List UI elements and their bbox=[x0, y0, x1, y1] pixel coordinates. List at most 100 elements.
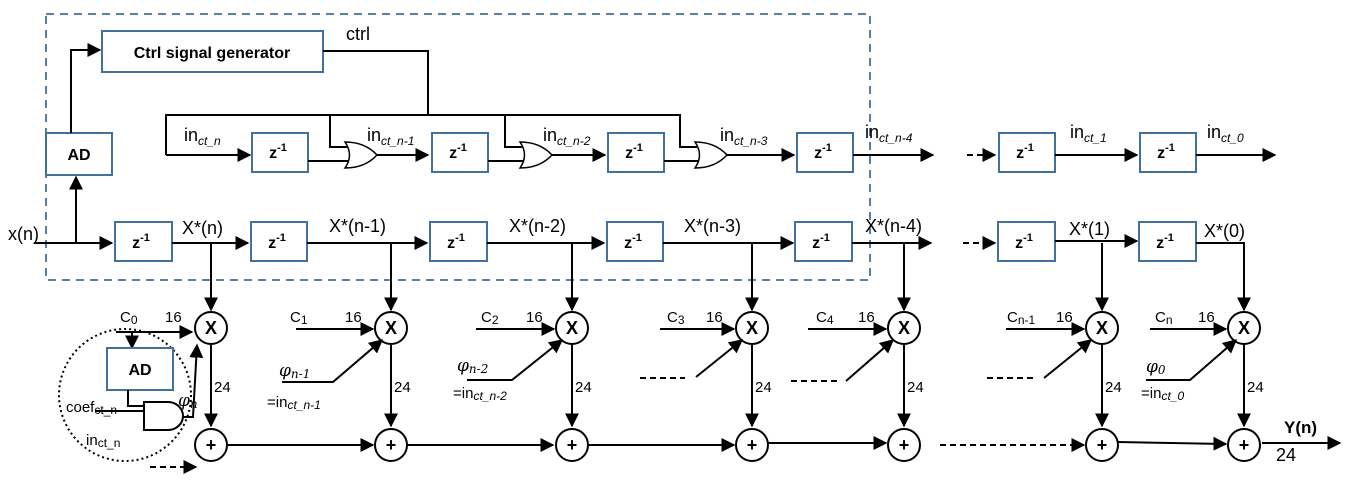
ctrl-label-3: inct_n-3 bbox=[720, 125, 768, 148]
ctrl-label-2: inct_n-2 bbox=[543, 125, 591, 148]
add-symbol: + bbox=[747, 435, 758, 455]
adder-node[interactable]: + bbox=[555, 428, 589, 462]
coef-ct-label: coefct_n bbox=[66, 399, 117, 417]
ad-top-label: AD bbox=[67, 147, 90, 164]
multiplier-node[interactable]: X bbox=[555, 311, 589, 345]
data-label-4: X*(n-4) bbox=[865, 216, 922, 236]
data-delay-6[interactable] bbox=[997, 221, 1056, 262]
output-label: Y(n) bbox=[1284, 418, 1317, 437]
coef-label: C1 bbox=[290, 309, 308, 327]
adder-node[interactable]: + bbox=[374, 428, 408, 462]
width-out-label: 24 bbox=[214, 379, 231, 396]
phi-wire-1 bbox=[282, 339, 384, 383]
multiply-symbol: X bbox=[898, 318, 910, 338]
ctrl-delay-5[interactable] bbox=[998, 132, 1056, 173]
data-delay-4[interactable] bbox=[606, 221, 664, 262]
multiplier-node[interactable]: X bbox=[194, 311, 228, 345]
adder-node[interactable]: + bbox=[735, 428, 769, 462]
width-in-label: 16 bbox=[526, 309, 543, 326]
ctrl-delay-6[interactable] bbox=[1139, 132, 1197, 173]
svg-text:inct_n-3: inct_n-3 bbox=[720, 125, 768, 148]
coef-label: Cn-1 bbox=[1007, 309, 1036, 327]
ctrl-label-4: inct_n-4 bbox=[865, 122, 913, 145]
multiplier-node[interactable]: X bbox=[735, 311, 769, 345]
delay-label: z-1 bbox=[132, 232, 150, 252]
phi-wire-3 bbox=[695, 339, 744, 378]
add-symbol: + bbox=[1097, 435, 1108, 455]
data-label-5: X*(1) bbox=[1069, 219, 1110, 239]
phi-n-wire bbox=[183, 343, 204, 418]
width-out-label: 24 bbox=[1105, 379, 1122, 396]
data-label-2: X*(n-2) bbox=[509, 216, 566, 236]
or-gate-3 bbox=[693, 141, 729, 169]
ctrl-tap-1 bbox=[329, 115, 347, 148]
ctrl-signal-generator-label: Ctrl signal generator bbox=[134, 45, 290, 62]
ctrl-signal-generator-block[interactable]: Ctrl signal generator bbox=[101, 30, 324, 73]
add-symbol: + bbox=[1239, 435, 1250, 455]
and-gate bbox=[143, 401, 184, 431]
ad-block-coef[interactable]: AD bbox=[106, 347, 174, 391]
in-ct-label: inct_n bbox=[86, 432, 120, 450]
ad-to-and-wire bbox=[127, 390, 144, 407]
eq-0-label: =inct_0 bbox=[1141, 385, 1184, 403]
data-label-1: X*(n-1) bbox=[329, 216, 386, 236]
delay-label: z-1 bbox=[624, 232, 642, 252]
width-out-label: 24 bbox=[755, 379, 772, 396]
svg-text:inct_n-1: inct_n-1 bbox=[367, 125, 414, 148]
data-label-0: X*(n) bbox=[182, 218, 223, 238]
or-gate-2 bbox=[518, 141, 554, 169]
sum-chain-wire bbox=[1117, 436, 1228, 451]
data-tap-last bbox=[1196, 242, 1251, 312]
delay-label: z-1 bbox=[625, 142, 643, 162]
data-delay-5[interactable] bbox=[794, 221, 853, 262]
delay-label: z-1 bbox=[1157, 142, 1175, 162]
multiplier-node[interactable]: X bbox=[887, 311, 921, 345]
width-in-label: 16 bbox=[1198, 309, 1215, 326]
ctrl-delay-2[interactable] bbox=[431, 132, 489, 173]
width-in-label: 16 bbox=[345, 309, 362, 326]
adder-node[interactable]: + bbox=[1085, 428, 1119, 462]
svg-text:inct_n: inct_n bbox=[184, 125, 221, 148]
width-out-label: 24 bbox=[907, 379, 924, 396]
delay-label: z-1 bbox=[814, 142, 832, 162]
phi-wire-2 bbox=[467, 339, 564, 381]
ctrl-delay-4[interactable] bbox=[796, 132, 854, 173]
ctrl-delay-3[interactable] bbox=[607, 132, 665, 173]
ctrl-delay-1[interactable] bbox=[251, 132, 309, 173]
adder-node[interactable]: + bbox=[1227, 428, 1261, 462]
or-gate-1 bbox=[343, 141, 379, 169]
adder-node[interactable]: + bbox=[194, 428, 228, 462]
multiplier-node[interactable]: X bbox=[374, 311, 408, 345]
delay-label: z-1 bbox=[269, 142, 287, 162]
ctrl-label-0: inct_n bbox=[184, 125, 221, 148]
width-out-label: 24 bbox=[394, 379, 411, 396]
data-delay-2[interactable] bbox=[250, 221, 308, 262]
data-delay-3[interactable] bbox=[429, 221, 488, 262]
coef-detail-region bbox=[58, 328, 192, 462]
ctrl-bus-wire bbox=[165, 114, 681, 155]
delay-label: z-1 bbox=[1015, 232, 1033, 252]
multiplier-node[interactable]: X bbox=[1227, 311, 1261, 345]
phi-wire-0 bbox=[1146, 339, 1238, 381]
phi-wire-n1 bbox=[1043, 339, 1093, 379]
multiplier-node[interactable]: X bbox=[1085, 311, 1119, 345]
coef-label: C3 bbox=[667, 309, 685, 327]
output-width-label: 24 bbox=[1276, 445, 1296, 465]
data-delay-1[interactable] bbox=[114, 221, 173, 262]
width-in-label: 16 bbox=[1056, 309, 1073, 326]
eq-n2-label: =inct_n-2 bbox=[453, 385, 507, 403]
multiply-symbol: X bbox=[566, 318, 578, 338]
multiply-symbol: X bbox=[385, 318, 397, 338]
adder-node[interactable]: + bbox=[887, 428, 921, 462]
ad-block-top[interactable]: AD bbox=[45, 132, 113, 176]
svg-text:inct_n-4: inct_n-4 bbox=[865, 122, 913, 145]
data-delay-7[interactable] bbox=[1138, 221, 1197, 262]
delay-label: z-1 bbox=[812, 232, 830, 252]
add-symbol: + bbox=[206, 435, 217, 455]
phi-0-label: φ0 bbox=[1146, 357, 1166, 377]
coef-label: Cn bbox=[1155, 309, 1173, 327]
width-in-label: 16 bbox=[858, 309, 875, 326]
